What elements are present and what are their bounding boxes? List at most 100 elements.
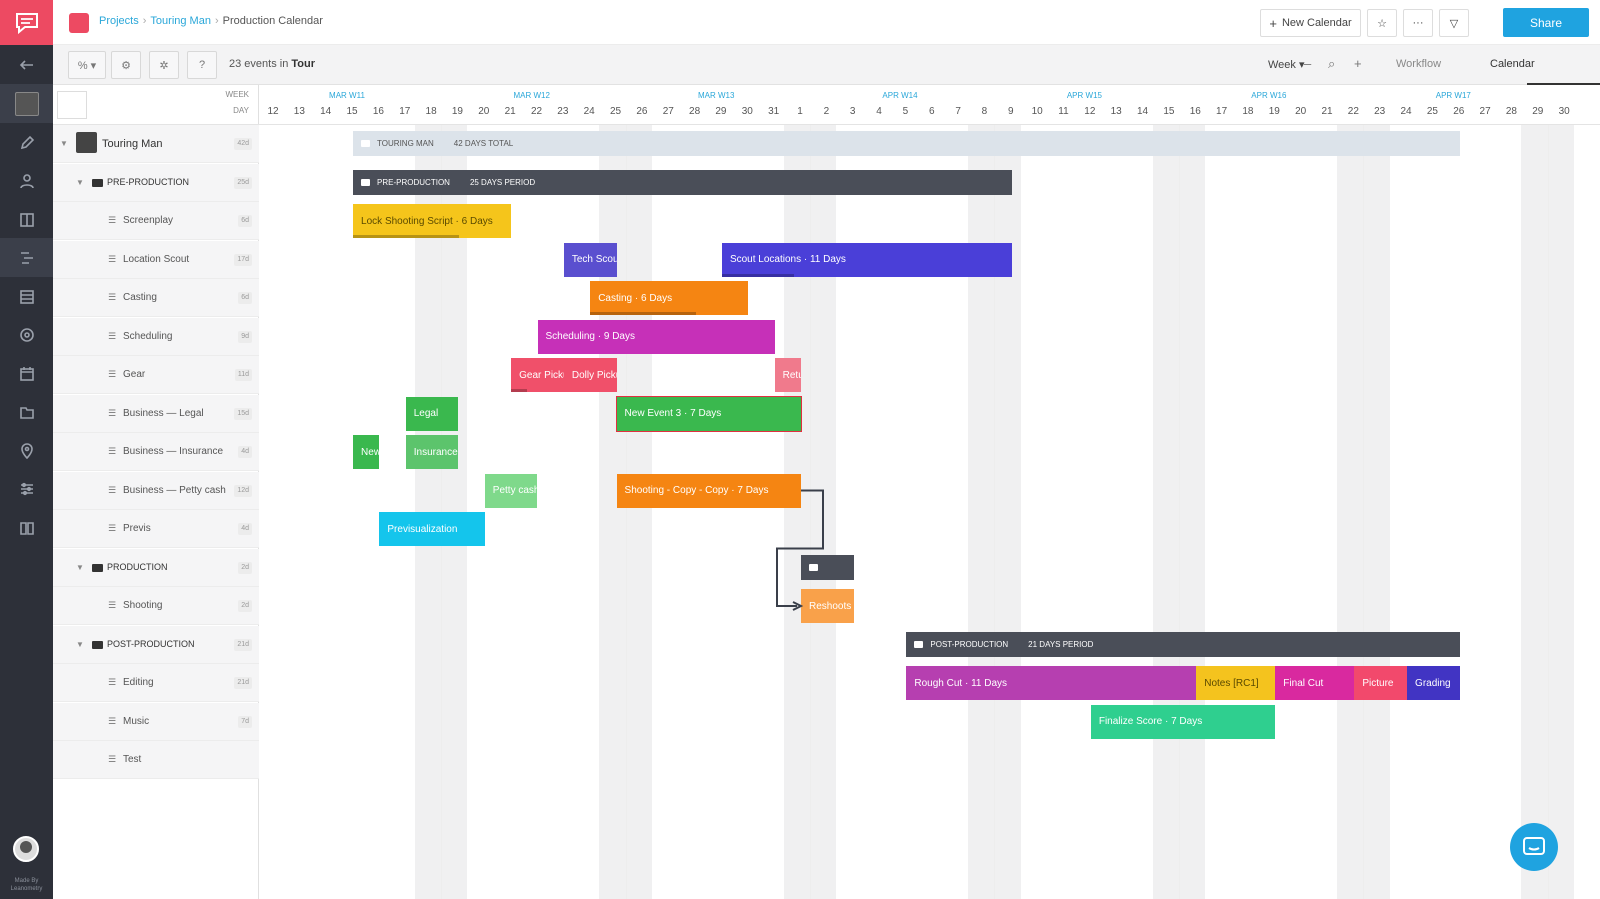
event-bar-lock-script[interactable]: Lock Shooting Script · 6 Days (353, 204, 512, 238)
back-arrow-icon[interactable] (0, 45, 53, 84)
star-icon[interactable]: ☆ (1367, 9, 1397, 37)
event-bar-grading[interactable]: Grading (1407, 666, 1460, 700)
project-thumbnail-icon[interactable] (0, 84, 53, 123)
calendar-icon[interactable] (0, 354, 53, 393)
event-bar-shooting-copy[interactable]: Shooting - Copy - Copy · 7 Days (616, 473, 801, 508)
event-bar-notes[interactable]: Notes [RC1] (1196, 666, 1276, 700)
event-bar-scheduling[interactable]: Scheduling · 9 Days (537, 319, 775, 354)
event-bar-final-cut[interactable]: Final Cut (1275, 666, 1355, 700)
group-name: POST-PRODUCTION (930, 639, 1009, 649)
location-pin-icon[interactable] (0, 431, 53, 470)
caret-down-icon[interactable]: ▼ (76, 562, 84, 572)
event-label: Gear Picku (519, 369, 564, 381)
event-bar-petty-cash[interactable]: Petty cash (484, 473, 538, 508)
list-icon[interactable] (0, 277, 53, 316)
tree-row-label: PRODUCTION (107, 562, 168, 572)
caret-down-icon[interactable]: ▼ (76, 177, 84, 187)
new-calendar-button[interactable]: +New Calendar (1260, 9, 1361, 37)
tab-calendar[interactable]: Calendar (1490, 58, 1535, 70)
event-bar-tech-scout[interactable]: Tech Scout (563, 242, 617, 277)
event-label: Casting · 6 Days (598, 292, 673, 304)
gantt-icon[interactable] (0, 238, 53, 277)
day-number: 1 (797, 106, 803, 117)
breadcrumb-project[interactable]: Touring Man (150, 15, 211, 27)
board-icon[interactable] (0, 200, 53, 239)
event-bar-casting[interactable]: Casting · 6 Days (590, 281, 749, 315)
event-bar-return[interactable]: Retu (774, 358, 801, 392)
event-bar-reshoots[interactable]: Reshoots (801, 589, 854, 623)
tree-row[interactable]: ☰Test (53, 741, 259, 779)
day-number: 15 (1163, 106, 1175, 117)
event-label: Scout Locations · 11 Days (729, 254, 846, 265)
caret-down-icon[interactable]: ▼ (60, 139, 68, 148)
folder-icon[interactable] (0, 392, 53, 431)
book-icon[interactable] (0, 508, 53, 547)
event-label: Picture (1362, 677, 1394, 689)
app-logo-icon[interactable] (0, 0, 53, 45)
event-bar-finalize-score[interactable]: Finalize Score · 7 Days (1090, 704, 1276, 739)
help-icon[interactable]: ? (187, 51, 217, 79)
pencil-icon[interactable] (0, 123, 53, 162)
week-divider (1178, 85, 1180, 899)
person-icon[interactable] (0, 161, 53, 200)
day-number: 20 (478, 106, 490, 117)
search-icon[interactable]: ⌕ (1328, 56, 1336, 71)
event-bar-insurance[interactable]: Insurance (405, 435, 459, 469)
sliders-icon[interactable] (0, 469, 53, 508)
caret-down-icon[interactable]: ▼ (76, 639, 84, 649)
event-label: New Event 3 · 7 Days (624, 408, 722, 419)
chat-icon (1523, 837, 1545, 855)
day-number: 11 (1058, 106, 1069, 117)
day-number: 27 (662, 106, 674, 117)
group-bar-production[interactable] (801, 554, 854, 580)
filter-icon[interactable]: ▽ (1439, 9, 1469, 37)
user-avatar[interactable] (13, 836, 39, 862)
tab-workflow[interactable]: Workflow (1396, 58, 1442, 70)
event-bar-scout-locations[interactable]: Scout Locations · 11 Days (721, 242, 1012, 277)
collapse-icon[interactable]: ✲ (149, 51, 179, 79)
gear-icon[interactable]: ⚙ (111, 51, 141, 79)
zoom-out-icon[interactable]: – (1304, 56, 1312, 71)
tree-row-label: Business — Insurance (123, 446, 224, 457)
event-bar-new[interactable]: New (353, 435, 380, 469)
zoom-in-icon[interactable]: + (1354, 56, 1362, 71)
event-bar-previsualization[interactable]: Previsualization (379, 512, 485, 546)
breadcrumb-projects[interactable]: Projects (99, 15, 139, 27)
week-divider (1363, 85, 1365, 899)
share-button[interactable]: Share (1503, 8, 1589, 37)
tree-row-label: Gear (123, 369, 146, 380)
more-icon[interactable]: ··· (1403, 9, 1433, 37)
chat-button[interactable] (1510, 823, 1558, 871)
event-bar-new-event-3[interactable]: New Event 3 · 7 Days (615, 395, 802, 432)
folder-icon (361, 140, 371, 147)
event-bar-gear-pickup[interactable]: Gear Picku (511, 358, 564, 392)
event-bar-dolly-pickup[interactable]: Dolly Picku (563, 358, 617, 392)
event-bar-picture[interactable]: Picture (1354, 666, 1408, 700)
reel-icon[interactable] (0, 315, 53, 354)
scale-select[interactable]: Week ▾ (1268, 59, 1305, 71)
event-bar-legal[interactable]: Legal (405, 396, 459, 431)
event-bar-rough-cut[interactable]: Rough Cut · 11 Days (906, 666, 1197, 700)
menu-icon[interactable] (57, 91, 87, 119)
tag-dropdown-icon[interactable]: % ▾ (68, 51, 106, 79)
group-meta: 42 DAYS TOTAL (453, 139, 514, 148)
